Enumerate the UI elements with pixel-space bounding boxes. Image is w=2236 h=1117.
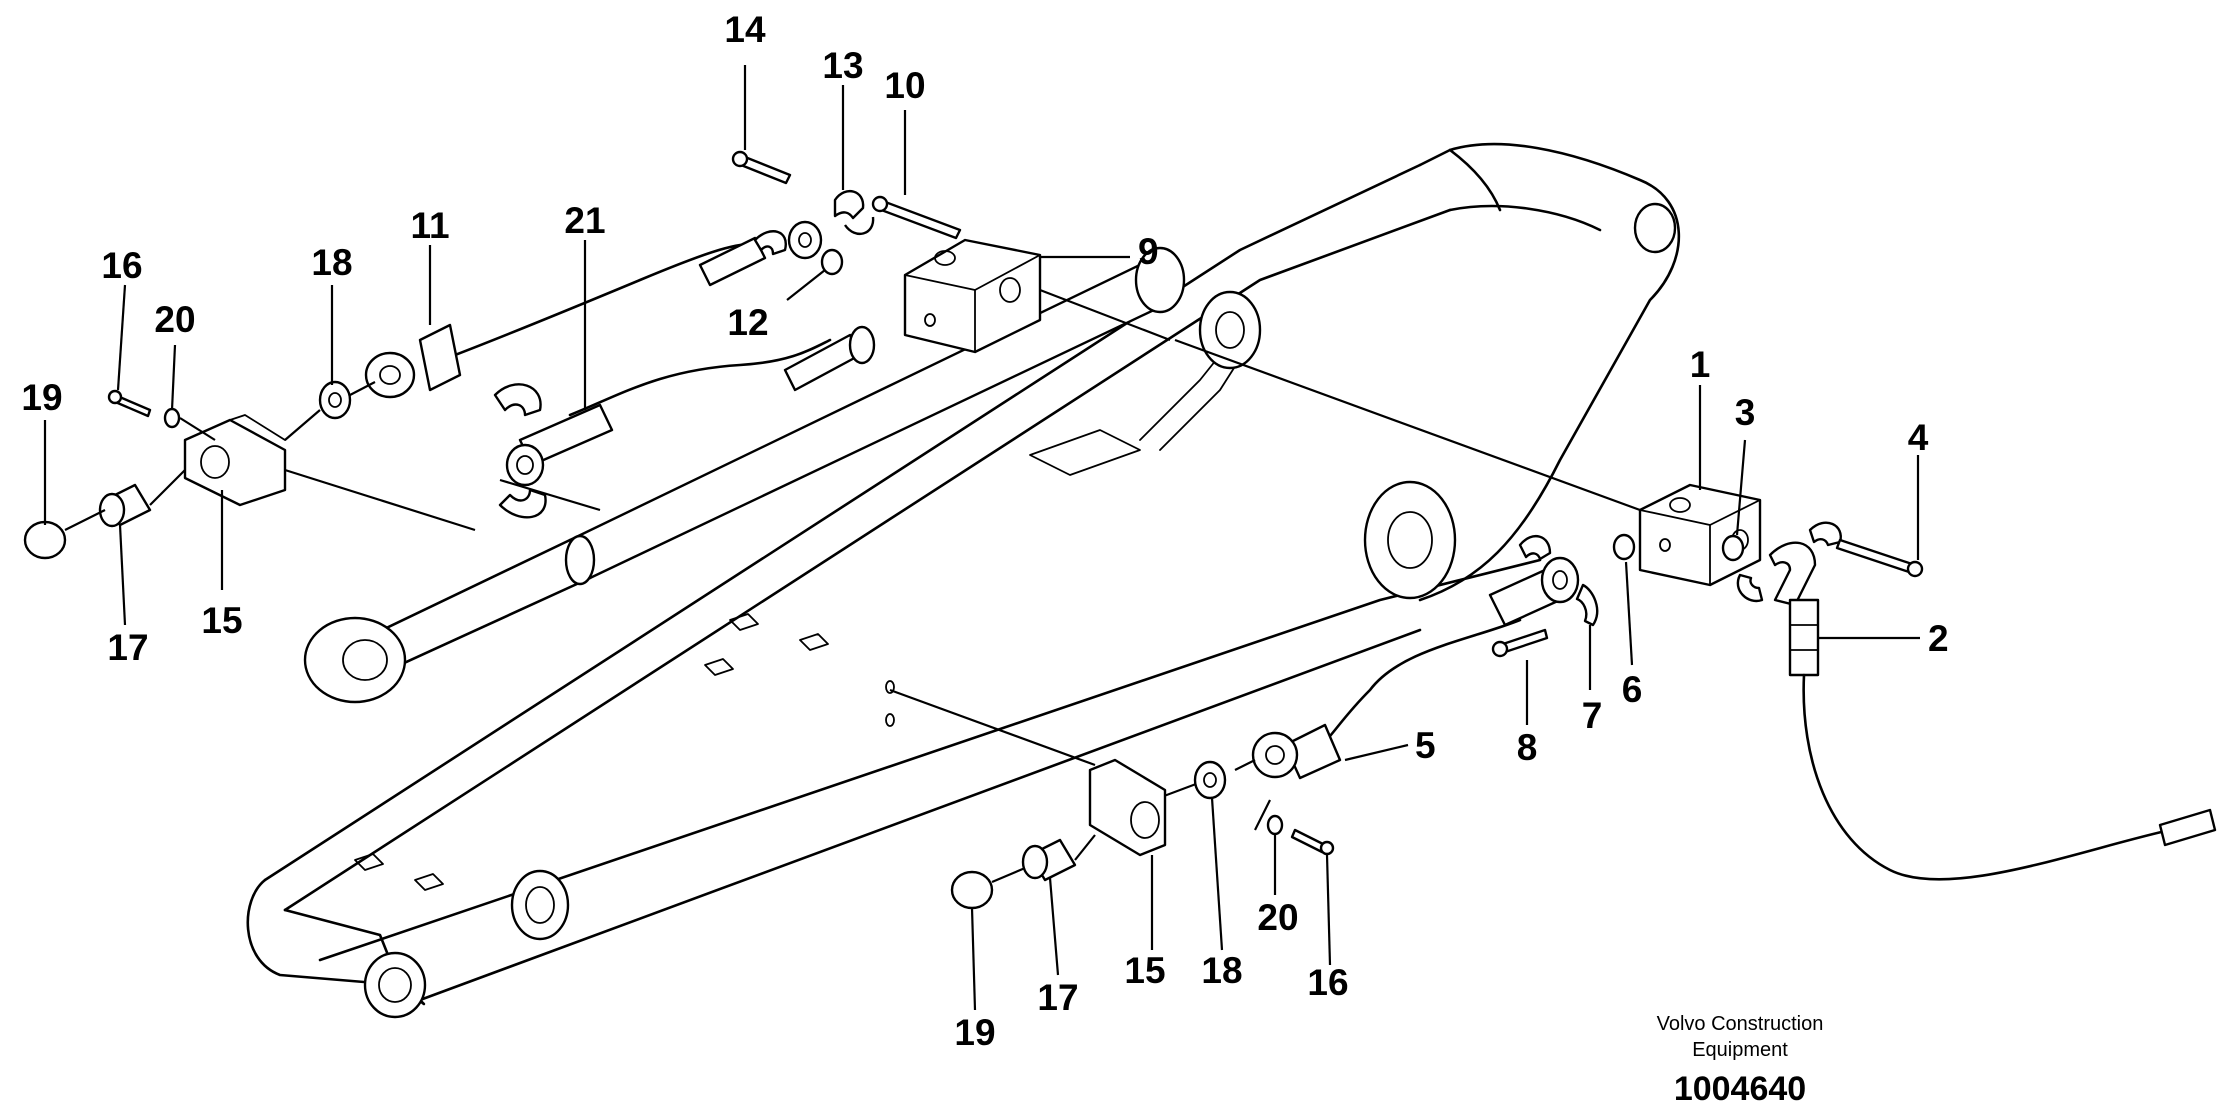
callout-13: 13	[822, 45, 863, 86]
callout-16-upper: 16	[101, 245, 142, 286]
callout-16-lower: 16	[1307, 962, 1348, 1003]
callout-leaders	[43, 65, 1920, 1011]
callout-11: 11	[410, 205, 449, 246]
callout-5: 5	[1415, 725, 1436, 766]
boom-pivot-boss	[1363, 480, 1457, 600]
callout-6: 6	[1622, 669, 1643, 710]
callout-2: 2	[1928, 618, 1949, 659]
callout-4: 4	[1908, 417, 1929, 458]
document-number: 1004640	[1674, 1070, 1806, 1108]
callout-18-upper: 18	[311, 242, 352, 283]
bracket-15-upper	[183, 418, 287, 507]
callout-15-lower: 15	[1124, 950, 1165, 991]
callout-3: 3	[1735, 392, 1756, 433]
fitting-11	[364, 351, 416, 399]
cap-19-lower	[950, 870, 994, 910]
callout-19-lower: 19	[954, 1012, 995, 1053]
cap-19-upper	[23, 520, 67, 560]
callout-14: 14	[724, 9, 766, 50]
callout-20-lower: 20	[1257, 897, 1298, 938]
callout-17-upper: 17	[107, 627, 148, 668]
boom-arm	[246, 142, 1681, 1019]
lower-clamp-assembly	[889, 688, 1335, 910]
callout-1: 1	[1690, 344, 1711, 385]
callout-15-upper: 15	[201, 600, 242, 641]
nut-18-upper	[318, 380, 352, 420]
fitting-5	[1283, 723, 1342, 780]
callout-17-lower: 17	[1037, 977, 1078, 1018]
callout-8: 8	[1517, 727, 1538, 768]
callout-labels: 14 13 10 9 12 11 21 18 16 20 19 17 15 1 …	[21, 9, 1948, 1053]
callout-12: 12	[727, 302, 768, 343]
callout-20-upper: 20	[154, 299, 195, 340]
callout-18-lower: 18	[1201, 950, 1242, 991]
hose-end-fitting	[2158, 808, 2217, 847]
callout-10: 10	[884, 65, 925, 106]
head-pin-hole	[1633, 202, 1677, 254]
footer-block: Volvo Construction Equipment 1004640	[1657, 1013, 1824, 1108]
brand-line-2: Equipment	[1692, 1039, 1788, 1061]
rod-eye	[303, 616, 407, 704]
callout-7: 7	[1582, 695, 1603, 736]
hydraulic-cylinder	[303, 246, 1262, 704]
mid-pin-boss	[510, 869, 570, 941]
callout-21: 21	[564, 200, 605, 241]
right-hose-assembly	[1251, 521, 2217, 881]
brand-line-1: Volvo Construction	[1657, 1013, 1824, 1035]
bracket-15-lower	[1088, 758, 1167, 857]
upper-hose-assembly	[23, 150, 962, 560]
callout-19-upper: 19	[21, 377, 62, 418]
valve-block-9	[903, 238, 1171, 354]
foot-pin-boss	[363, 951, 427, 1019]
nut-18-lower	[1193, 760, 1227, 800]
valve-block-1	[1174, 338, 1762, 587]
callout-9: 9	[1138, 231, 1159, 272]
